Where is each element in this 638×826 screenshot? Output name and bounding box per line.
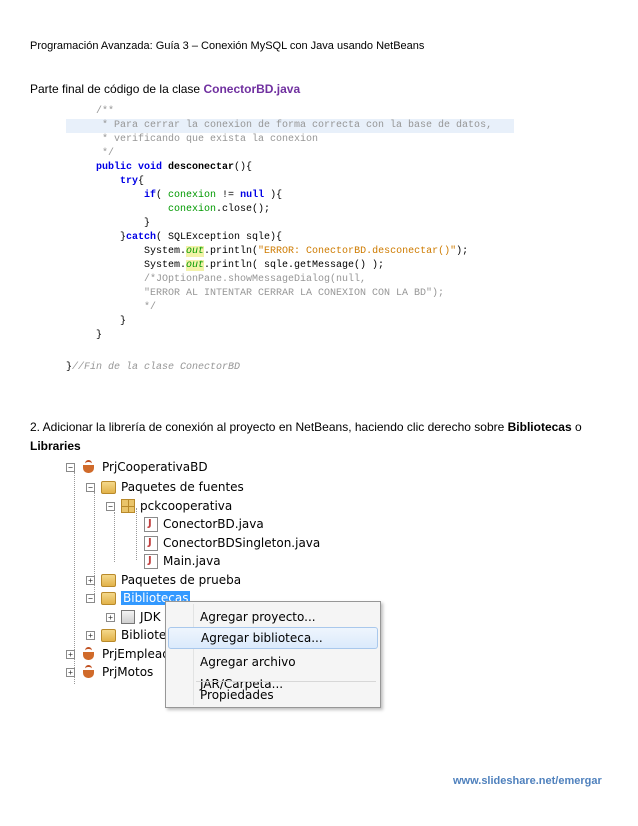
tree-node-file-singleton[interactable]: ConectorBDSingleton.java (144, 534, 320, 552)
tree-node-file-conectorbd[interactable]: ConectorBD.java (144, 515, 264, 533)
step2-text: o (571, 420, 582, 434)
code-line: } (120, 316, 127, 327)
package-icon (121, 499, 135, 513)
expand-icon[interactable]: + (66, 667, 75, 677)
project-icon (81, 664, 97, 680)
tree-node-label: Main.java (163, 554, 221, 568)
code-line: System.out.println("ERROR: ConectorBD.de… (144, 246, 469, 257)
menu-item-add-library[interactable]: Agregar biblioteca... (168, 627, 378, 649)
folder-icon (101, 573, 116, 587)
expand-icon[interactable]: + (86, 575, 95, 585)
code-line: System.out.println( sqle.getMessage() ); (144, 260, 385, 271)
intro-paragraph: Parte final de código de la clase Conect… (30, 82, 300, 96)
tree-node-label: PrjMotos (102, 665, 154, 679)
tree-node-label: ConectorBDSingleton.java (163, 536, 321, 550)
java-file-icon (144, 516, 158, 532)
code-line: */ (96, 148, 115, 159)
tree-node-label: Paquetes de fuentes (121, 480, 244, 494)
step-2-paragraph: 2. Adicionar la librería de conexión al … (30, 418, 610, 456)
tree-node-project-2[interactable]: + PrjEmplead (66, 645, 170, 663)
tree-node-project-3[interactable]: + PrjMotos (66, 663, 153, 681)
code-line: /** (96, 106, 115, 117)
tree-node-sources[interactable]: − Paquetes de fuentes (86, 478, 244, 496)
tree-node-label: Paquetes de prueba (121, 573, 242, 587)
code-line: }catch( SQLException sqle){ (120, 232, 283, 243)
tree-node-tests[interactable]: + Paquetes de prueba (86, 571, 241, 589)
code-line: } (96, 330, 103, 341)
tree-node-label: PrjEmplead (102, 647, 170, 661)
step2-libraries: Libraries (30, 439, 81, 453)
tree-node-label: pckcooperativa (140, 499, 233, 513)
code-block: /** * Para cerrar la conexion de forma c… (66, 105, 516, 377)
code-line: if( conexion != null ){ (144, 190, 283, 201)
collapse-icon[interactable]: − (86, 593, 95, 603)
collapse-icon[interactable]: − (106, 501, 115, 511)
expand-icon[interactable]: + (66, 649, 75, 659)
code-line: */ (144, 302, 157, 313)
code-line: public void desconectar(){ (96, 162, 253, 173)
project-icon (81, 646, 97, 662)
tree-node-label: Bibliote (121, 628, 167, 642)
tree-guide (114, 512, 115, 562)
tree-node-label: PrjCooperativaBD (102, 460, 208, 474)
library-folder-icon (101, 628, 116, 642)
page-header: Programación Avanzada: Guía 3 – Conexión… (30, 40, 425, 52)
expand-icon[interactable]: + (106, 612, 115, 622)
tree-guide (136, 508, 137, 560)
menu-gutter (193, 604, 194, 705)
intro-text: Parte final de código de la clase (30, 82, 204, 96)
project-icon (81, 459, 97, 475)
menu-separator (196, 681, 376, 682)
tree-guide (94, 492, 95, 600)
collapse-icon[interactable]: − (66, 462, 75, 472)
tree-node-project[interactable]: − PrjCooperativaBD (66, 458, 208, 476)
tree-guide (74, 472, 75, 684)
tree-node-label: ConectorBD.java (163, 517, 264, 531)
collapse-icon[interactable]: − (86, 482, 95, 492)
code-line: conexion.close(); (168, 204, 271, 215)
code-line: /*JOptionPane.showMessageDialog(null, (144, 274, 367, 285)
tree-node-package[interactable]: − pckcooperativa (106, 497, 232, 515)
menu-item-add-project[interactable]: Agregar proyecto... (200, 610, 316, 624)
library-folder-icon (101, 591, 116, 605)
tree-node-label: JDK (140, 610, 161, 624)
tree-node-libraries-2[interactable]: + Bibliote (86, 626, 166, 644)
menu-item-properties[interactable]: Propiedades (200, 688, 274, 702)
code-line: "ERROR AL INTENTAR CERRAR LA CONEXION CO… (144, 288, 445, 299)
jar-icon (121, 610, 135, 624)
code-line: }//Fin de la clase ConectorBD (66, 362, 241, 373)
expand-icon[interactable]: + (86, 630, 95, 640)
code-line: * Para cerrar la conexion de forma corre… (66, 119, 514, 133)
menu-item-add-jar[interactable]: Agregar archivo JAR/Carpeta... (200, 655, 296, 691)
context-menu: Agregar proyecto... Agregar biblioteca..… (165, 601, 381, 708)
code-line: * verificando que exista la conexion (96, 134, 319, 145)
footer-link[interactable]: www.slideshare.net/emergar (453, 775, 602, 787)
java-main-file-icon (144, 553, 158, 569)
project-tree: − PrjCooperativaBD − Paquetes de fuentes… (66, 458, 386, 708)
tree-node-file-main[interactable]: Main.java (144, 552, 221, 570)
code-line: try{ (120, 176, 145, 187)
tree-node-jdk[interactable]: + JDK (106, 608, 161, 626)
step2-bibliotecas: Bibliotecas (507, 420, 572, 434)
code-line: } (144, 218, 151, 229)
step2-text: 2. Adicionar la librería de conexión al … (30, 420, 508, 434)
folder-icon (101, 480, 116, 494)
intro-classname: ConectorBD.java (203, 82, 301, 96)
java-file-icon (144, 535, 158, 551)
